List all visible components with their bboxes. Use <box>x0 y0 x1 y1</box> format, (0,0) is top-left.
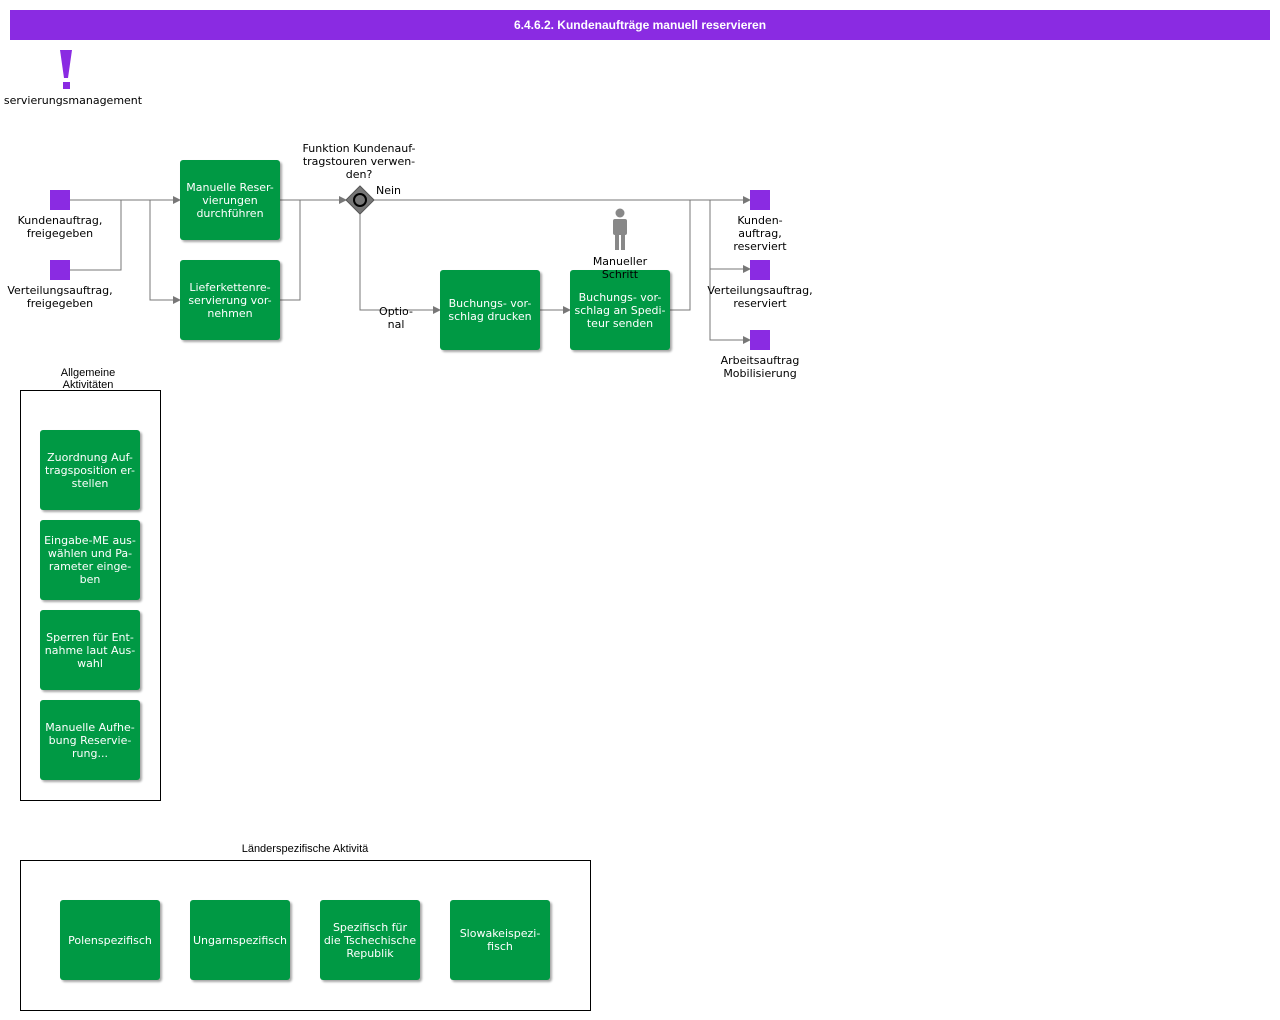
end-event-label: Arbeitsauftrag Mobilisierung <box>720 354 800 380</box>
activity-lieferkettenreservierung[interactable]: Lieferkettenre- servierung vor- nehmen <box>180 260 280 340</box>
end-event-arbeitsauftrag <box>750 330 770 350</box>
gateway-icon <box>345 185 375 215</box>
country-activity-item[interactable]: Slowakeispezi- fisch <box>450 900 550 980</box>
gateway-optional-label: Optio- nal <box>379 305 413 331</box>
general-activity-item[interactable]: Manuelle Aufhe- bung Reservie- rung... <box>40 700 140 780</box>
country-activities-title: Länderspezifische Aktivitä <box>241 843 369 855</box>
country-activity-item[interactable]: Ungarnspezifisch <box>190 900 290 980</box>
activity-buchungsvorschlag-drucken[interactable]: Buchungs- vor- schlag drucken <box>440 270 540 350</box>
activity-manuelle-reservierungen[interactable]: Manuelle Reser- vierungen durchführen <box>180 160 280 240</box>
role-label: servierungsmanagement <box>3 94 143 107</box>
general-activity-item[interactable]: Eingabe-ME aus- wählen und Pa- rameter e… <box>40 520 140 600</box>
start-event-label: Verteilungsauftrag, freigegeben <box>7 284 113 310</box>
gateway-question: Funktion Kundenauf- tragstouren verwen- … <box>302 142 416 181</box>
start-event-verteilungsauftrag <box>50 260 70 280</box>
general-activities-frame <box>20 390 161 801</box>
general-activity-item[interactable]: Zuordnung Auf- tragsposition er- stellen <box>40 430 140 510</box>
end-event-kundenauftrag-reserviert <box>750 190 770 210</box>
diagram-header: 6.4.6.2. Kundenaufträge manuell reservie… <box>10 10 1270 40</box>
manual-step-label: Manueller Schritt <box>592 255 648 281</box>
exclamation-icon <box>60 50 72 89</box>
diagram-title: 6.4.6.2. Kundenaufträge manuell reservie… <box>513 18 767 32</box>
activity-buchungsvorschlag-senden[interactable]: Buchungs- vor- schlag an Spedi- teur sen… <box>570 270 670 350</box>
end-event-label: Verteilungsauftrag, reserviert <box>707 284 813 310</box>
country-activity-item[interactable]: Polenspezifisch <box>60 900 160 980</box>
country-activities-frame <box>20 860 591 1011</box>
end-event-label: Kunden- auftrag, reserviert <box>733 214 787 253</box>
person-icon <box>613 208 627 250</box>
general-activity-item[interactable]: Sperren für Ent- nahme laut Aus- wahl <box>40 610 140 690</box>
country-activity-item[interactable]: Spezifisch für die Tschechische Republik <box>320 900 420 980</box>
gateway-no-label: Nein <box>376 184 402 197</box>
general-activities-title: Allgemeine Aktivitäten <box>60 367 116 389</box>
start-event-label: Kundenauftrag, freigegeben <box>17 214 103 240</box>
end-event-verteilungsauftrag-reserviert <box>750 260 770 280</box>
start-event-kundenauftrag <box>50 190 70 210</box>
